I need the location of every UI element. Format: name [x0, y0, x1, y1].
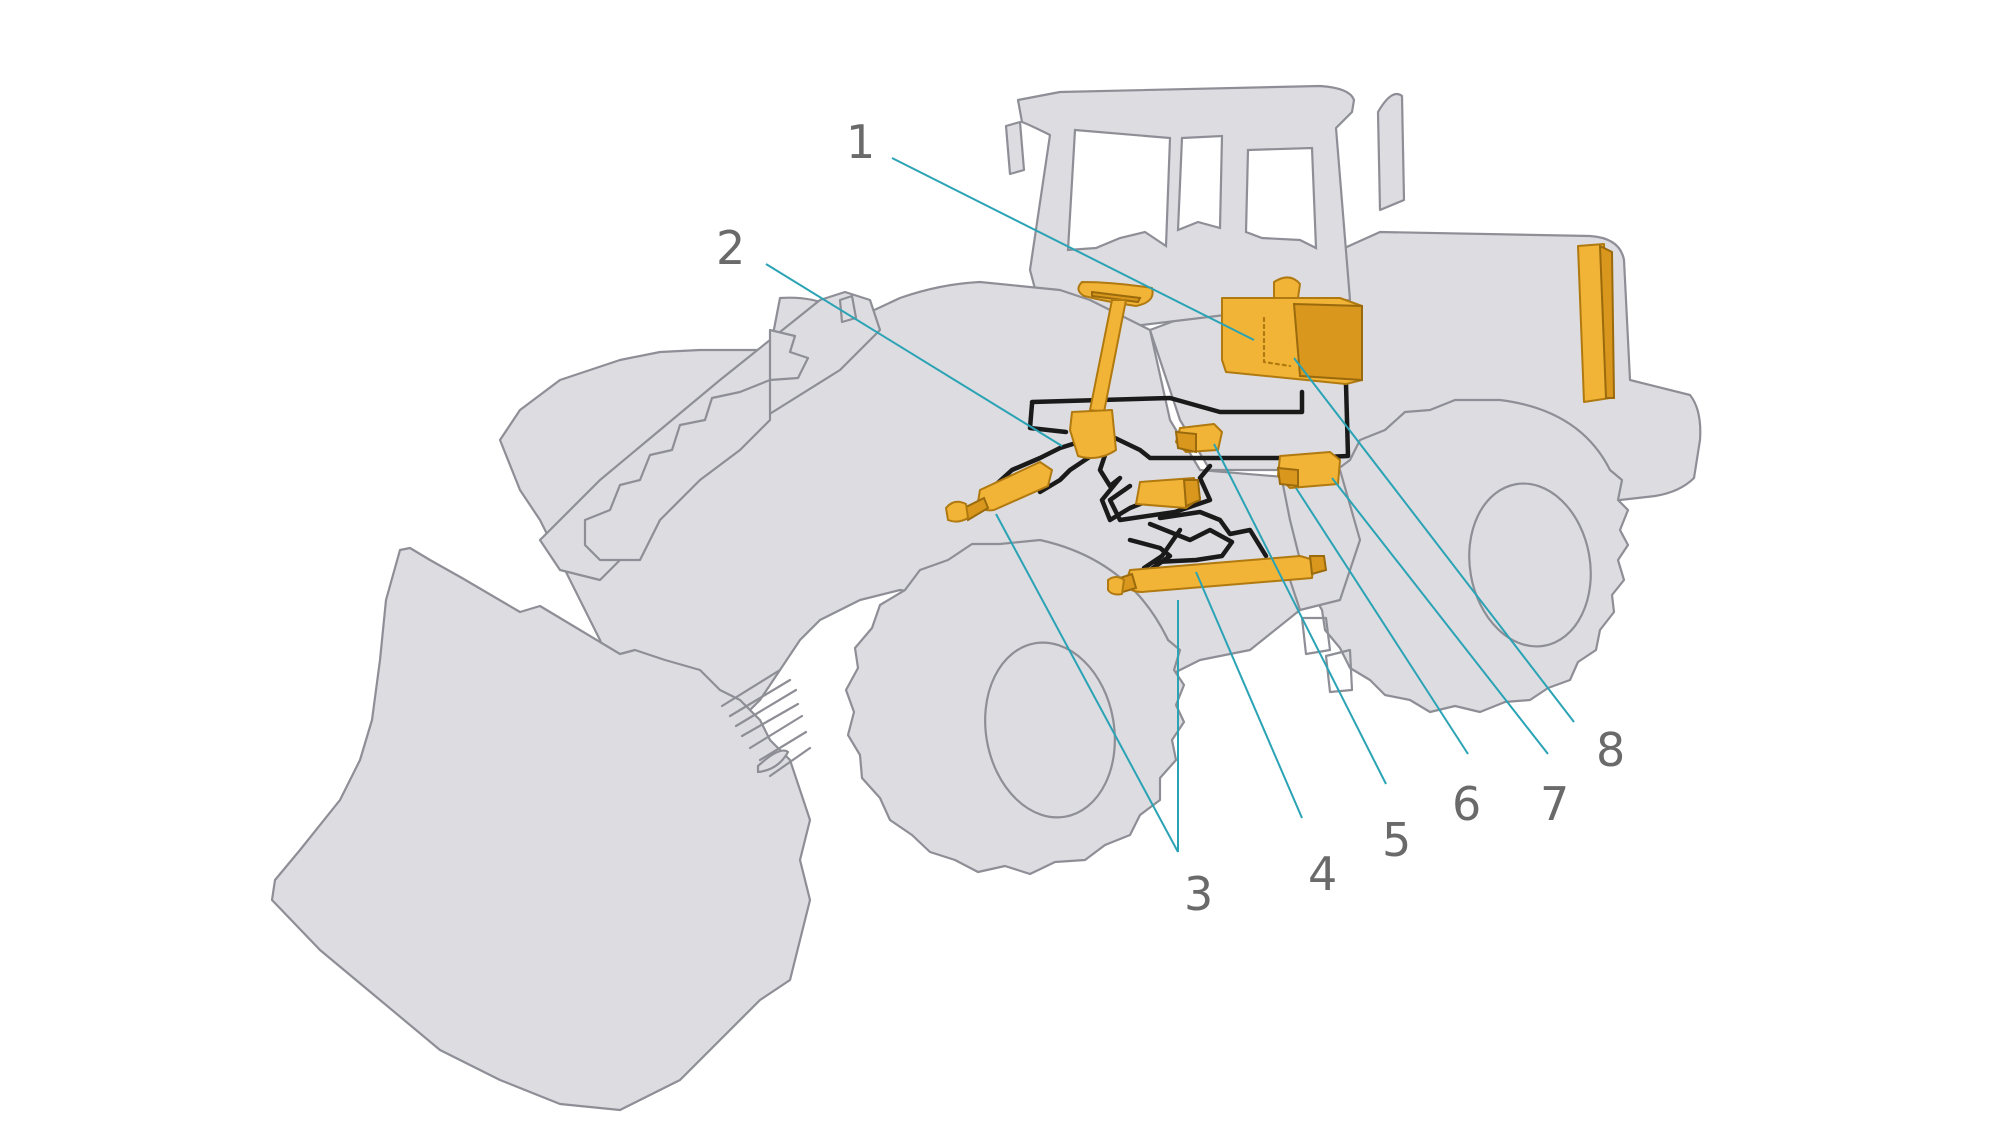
callout-4: 4: [1308, 847, 1337, 901]
oil-tank-cap: [1273, 276, 1301, 299]
front-wheel-hub: [984, 641, 1116, 819]
rear-light-strip-edge: [1598, 244, 1616, 399]
leader-3a: [995, 513, 1179, 853]
callout-5: 5: [1382, 813, 1411, 867]
leader-1: [891, 157, 1255, 341]
cab-mirror: [1004, 120, 1026, 176]
oil-tank-dotted: [1262, 316, 1292, 368]
steering-wheel-spoke: [1091, 290, 1142, 304]
leader-2: [765, 263, 1063, 447]
wheel-loader-outline: [270, 84, 1702, 1112]
steering-valve: [1069, 409, 1117, 459]
callout-6: 6: [1452, 777, 1481, 831]
priority-valve-side: [1182, 479, 1202, 508]
boom-post: [838, 294, 858, 324]
callout-8: 8: [1596, 723, 1625, 777]
cab-window-left: [1066, 128, 1172, 252]
steering-cylinder-right-mount: [1308, 555, 1328, 576]
callout-2: 2: [716, 221, 745, 275]
leader-lines: [765, 157, 1575, 853]
valve-block-5-side: [1174, 430, 1197, 454]
cab-window-mid: [1176, 134, 1224, 232]
callout-labels: 1 2 3 4 5 6 7 8: [716, 115, 1625, 921]
bucket: [270, 546, 812, 1112]
steering-cylinder-left-eye: [945, 500, 969, 523]
valve-block-7-side: [1276, 466, 1299, 488]
hitch-cutout: [1300, 616, 1354, 694]
steering-cylinder-right-eye: [1107, 576, 1125, 596]
leader-6: [1295, 487, 1469, 755]
air-intake: [1376, 92, 1406, 212]
callout-1: 1: [846, 115, 875, 169]
bucket-ribs: [720, 668, 812, 778]
leader-8: [1293, 357, 1575, 723]
leader-4: [1195, 571, 1303, 819]
callout-7: 7: [1540, 777, 1569, 831]
steering-components: [945, 276, 1363, 596]
leader-5: [1213, 443, 1387, 785]
cab-window-right: [1244, 146, 1318, 250]
bucket-slot: [756, 749, 790, 774]
oil-tank-side: [1292, 302, 1363, 382]
callout-3: 3: [1184, 867, 1213, 921]
leader-7: [1331, 477, 1549, 755]
boom-linkage: [583, 328, 810, 562]
rear-wheel-hub: [1468, 482, 1592, 648]
